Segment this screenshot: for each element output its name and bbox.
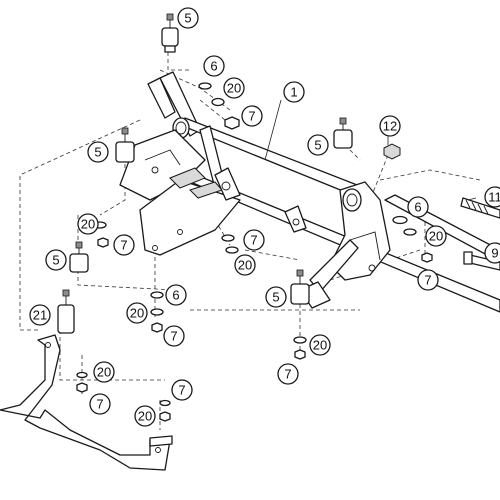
callout-12: 12 xyxy=(379,115,401,137)
callout-20-right: 20 xyxy=(425,225,447,247)
callout-5-lowerleft: 5 xyxy=(45,249,67,271)
callout-20-left: 20 xyxy=(77,213,99,235)
rubber-mount-top xyxy=(161,13,179,53)
svg-text:12: 12 xyxy=(383,119,397,134)
svg-text:20: 20 xyxy=(138,409,152,424)
callout-21: 21 xyxy=(29,304,51,326)
rubber-mount-left xyxy=(115,127,135,163)
svg-text:7: 7 xyxy=(250,233,257,248)
svg-text:5: 5 xyxy=(52,253,59,268)
rubber-mount-lower-left xyxy=(69,241,89,273)
svg-text:7: 7 xyxy=(424,273,431,288)
svg-text:20: 20 xyxy=(81,217,95,232)
svg-text:6: 6 xyxy=(172,288,179,303)
svg-text:7: 7 xyxy=(96,397,103,412)
svg-text:20: 20 xyxy=(313,338,327,353)
washers-and-nuts xyxy=(76,82,433,422)
callout-20-lowmid: 20 xyxy=(126,302,148,324)
callout-20-lowright: 20 xyxy=(309,334,331,356)
svg-text:20: 20 xyxy=(429,229,443,244)
svg-text:21: 21 xyxy=(33,308,47,323)
long-bolt-11 xyxy=(460,197,500,219)
callout-leaders xyxy=(264,99,477,201)
callout-7-mid: 7 xyxy=(243,229,265,251)
svg-text:5: 5 xyxy=(272,290,279,305)
callout-6-top: 6 xyxy=(203,55,225,77)
callout-6-mid: 6 xyxy=(165,284,187,306)
callout-7-right: 7 xyxy=(417,269,439,291)
svg-text:6: 6 xyxy=(210,59,217,74)
svg-text:7: 7 xyxy=(178,383,185,398)
callout-7-cradle: 7 xyxy=(89,393,111,415)
rubber-mount-lower-right xyxy=(290,269,310,305)
callout-5-left: 5 xyxy=(87,141,109,163)
svg-text:7: 7 xyxy=(120,238,127,253)
callout-20-cradle: 20 xyxy=(93,361,115,383)
svg-text:20: 20 xyxy=(227,81,241,96)
svg-text:1: 1 xyxy=(290,85,297,100)
svg-text:5: 5 xyxy=(314,138,321,153)
callout-11: 11 xyxy=(484,186,500,208)
svg-text:5: 5 xyxy=(184,11,191,26)
callout-5-lowright: 5 xyxy=(265,286,287,308)
callout-7-left: 7 xyxy=(113,234,135,256)
callout-7-lowmid: 7 xyxy=(163,325,185,347)
svg-text:6: 6 xyxy=(414,200,421,215)
callout-7-bottom: 7 xyxy=(171,379,193,401)
rubber-mount-center xyxy=(333,117,353,149)
svg-text:9: 9 xyxy=(491,246,498,261)
svg-text:20: 20 xyxy=(238,258,252,273)
callout-20-top: 20 xyxy=(223,77,245,99)
callout-20-mid: 20 xyxy=(234,254,256,276)
callout-5-center: 5 xyxy=(307,134,329,156)
callout-1: 1 xyxy=(283,81,305,103)
callout-6-right: 6 xyxy=(407,196,429,218)
callout-20-bottom: 20 xyxy=(134,405,156,427)
svg-text:5: 5 xyxy=(94,145,101,160)
svg-text:11: 11 xyxy=(488,190,500,205)
svg-text:7: 7 xyxy=(284,367,291,382)
callout-9: 9 xyxy=(484,242,500,264)
callout-7-top: 7 xyxy=(241,105,263,127)
callout-7-lowright: 7 xyxy=(277,363,299,385)
svg-text:20: 20 xyxy=(97,365,111,380)
callout-5-top: 5 xyxy=(177,7,199,29)
svg-text:7: 7 xyxy=(170,329,177,344)
lower-frame-cradle xyxy=(0,334,173,471)
svg-text:20: 20 xyxy=(130,306,144,321)
main-frame xyxy=(119,71,500,313)
rubber-mount-21 xyxy=(57,289,75,334)
svg-text:7: 7 xyxy=(248,109,255,124)
